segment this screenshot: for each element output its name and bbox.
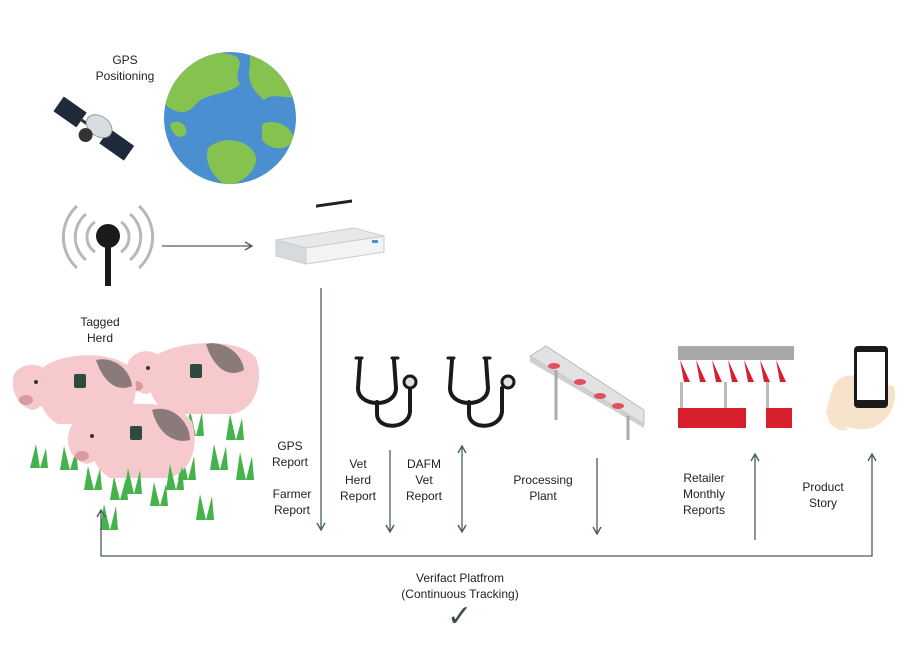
globe-icon [164, 52, 296, 184]
flow-arrows [96, 288, 877, 557]
server-icon [275, 199, 385, 265]
satellite-icon [53, 96, 135, 161]
stethoscope-icon-dafm [446, 356, 516, 428]
smartphone-icon [826, 346, 896, 431]
conveyor-icon [529, 345, 645, 440]
pig-herd-icon [12, 343, 259, 530]
platform-line [96, 452, 877, 557]
check-icon: ✓ [447, 599, 473, 634]
antenna-icon [61, 204, 155, 286]
label-verifact-platform: Verifact Platfrom(Continuous Tracking) [401, 571, 519, 601]
shop-icon [678, 346, 794, 428]
stethoscope-icon [354, 356, 418, 428]
